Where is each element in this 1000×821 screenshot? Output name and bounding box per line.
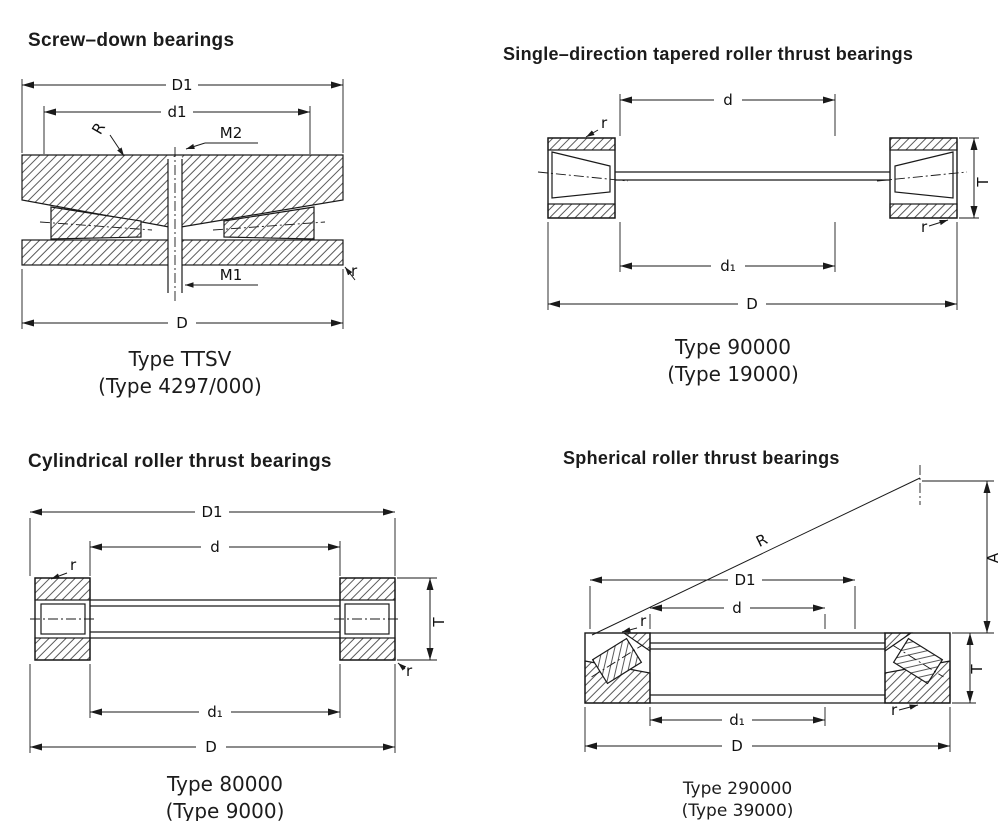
right-block-outline bbox=[889, 137, 958, 219]
type-designation-alt: (Type 19000) bbox=[667, 362, 799, 386]
dim-label-D: D bbox=[205, 738, 217, 756]
type-designation-alt: (Type 9000) bbox=[165, 799, 285, 821]
caption-spherical: Type 290000 (Type 39000) bbox=[615, 778, 860, 821]
cylindrical-drawing: D1 d r T r d₁ bbox=[29, 503, 448, 756]
spherical-dimensions: R A D1 d r T r bbox=[584, 465, 1000, 755]
type-designation: Type 290000 bbox=[682, 779, 793, 799]
type-designation-alt: (Type 39000) bbox=[681, 801, 794, 821]
dim-label-d1: d₁ bbox=[207, 703, 223, 721]
right-shaft-washer bbox=[889, 137, 958, 151]
dim-label-r-right: r bbox=[406, 662, 413, 680]
caption-cylindrical: Type 80000 (Type 9000) bbox=[100, 771, 350, 821]
cylindrical-dimensions: D1 d r T r d₁ bbox=[29, 503, 448, 756]
dim-label-r-left: r bbox=[640, 612, 647, 630]
right-roller bbox=[894, 151, 954, 199]
screw-down-drawing: D1 d1 R M2 M1 r D bbox=[21, 76, 358, 332]
right-roller-axis bbox=[212, 221, 326, 231]
right-roller bbox=[892, 637, 944, 685]
left-housing-washer bbox=[547, 203, 616, 219]
title-cylindrical-bearings: Cylindrical roller thrust bearings bbox=[28, 451, 332, 472]
dim-label-r-right: r bbox=[891, 701, 898, 719]
right-block-outline bbox=[339, 577, 396, 661]
title-tapered-bearings: Single–direction tapered roller thrust b… bbox=[503, 44, 914, 64]
dim-label-r-left: r bbox=[70, 556, 77, 574]
left-block-outline bbox=[547, 137, 616, 219]
dim-label-r-right: r bbox=[921, 218, 928, 236]
screw-down-dimensions: D1 d1 R M2 M1 r D bbox=[21, 76, 358, 332]
dim-label-D: D bbox=[176, 314, 188, 332]
dim-label-T: T bbox=[430, 617, 448, 628]
dim-label-D1: D1 bbox=[734, 571, 755, 589]
radius-line bbox=[591, 477, 921, 636]
type-designation-alt: (Type 4297/000) bbox=[98, 374, 262, 398]
tapered-section bbox=[537, 137, 968, 219]
caption-tapered: Type 90000 (Type 19000) bbox=[608, 334, 858, 388]
right-housing-washer bbox=[889, 203, 958, 219]
left-roller-axis bbox=[537, 171, 629, 182]
screw-down-section bbox=[21, 147, 344, 303]
left-roller bbox=[50, 206, 142, 240]
dim-label-R: R bbox=[88, 119, 109, 137]
dim-label-R: R bbox=[753, 530, 770, 551]
left-roller bbox=[551, 151, 611, 199]
spherical-drawing: R A D1 d r T r bbox=[584, 465, 1000, 755]
dim-label-T: T bbox=[974, 177, 992, 188]
left-roller bbox=[591, 637, 643, 685]
dim-label-D1: D1 bbox=[171, 76, 192, 94]
dim-label-r: r bbox=[351, 262, 358, 280]
type-designation: Type 80000 bbox=[167, 772, 283, 796]
type-designation: Type 90000 bbox=[675, 335, 791, 359]
tapered-drawing: d r T r d₁ D bbox=[537, 91, 992, 313]
dim-label-d1: d₁ bbox=[729, 711, 745, 729]
title-spherical-bearings: Spherical roller thrust bearings bbox=[563, 448, 840, 468]
left-block-outline bbox=[584, 632, 651, 704]
dim-label-d: d bbox=[723, 91, 733, 109]
caption-screw-down: Type TTSV (Type 4297/000) bbox=[55, 346, 305, 400]
left-shaft-washer bbox=[34, 577, 91, 601]
dim-label-d: d bbox=[210, 538, 220, 556]
left-housing-washer bbox=[34, 637, 91, 661]
right-block-outline bbox=[884, 632, 951, 704]
dim-label-d1: d1 bbox=[167, 103, 186, 121]
dim-label-T: T bbox=[968, 664, 986, 675]
left-block-outline bbox=[34, 577, 91, 661]
right-shaft-washer bbox=[339, 577, 396, 601]
dim-label-D: D bbox=[746, 295, 758, 313]
right-roller-axis bbox=[876, 171, 968, 182]
spherical-section bbox=[584, 632, 951, 704]
right-roller bbox=[223, 206, 315, 240]
dim-label-A: A bbox=[984, 552, 1000, 563]
type-designation: Type TTSV bbox=[128, 347, 232, 371]
left-roller-axis bbox=[39, 221, 153, 231]
dim-label-D: D bbox=[731, 737, 743, 755]
dim-label-M1: M1 bbox=[220, 266, 243, 284]
dim-label-M2: M2 bbox=[220, 124, 243, 142]
dim-label-r-left: r bbox=[601, 114, 608, 132]
left-shaft-washer bbox=[547, 137, 616, 151]
dim-label-d: d bbox=[732, 599, 742, 617]
dim-label-D1: D1 bbox=[201, 503, 222, 521]
dim-label-d1: d₁ bbox=[720, 257, 736, 275]
title-screw-down-bearings: Screw–down bearings bbox=[28, 30, 235, 51]
tapered-dimensions: d r T r d₁ D bbox=[547, 91, 992, 313]
right-housing-washer bbox=[339, 637, 396, 661]
cylindrical-section bbox=[30, 577, 400, 661]
